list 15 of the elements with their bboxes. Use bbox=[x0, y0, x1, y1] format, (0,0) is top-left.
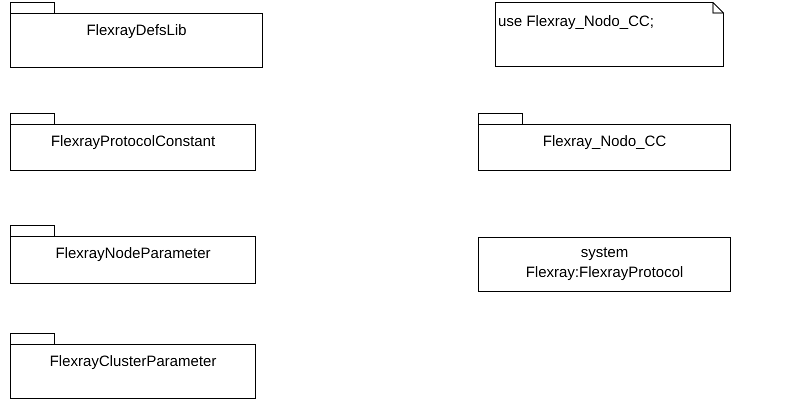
system-name: Flexray:FlexrayProtocol bbox=[524, 264, 684, 281]
package-symbol bbox=[10, 225, 256, 284]
package-symbol bbox=[10, 333, 256, 399]
package-symbol bbox=[10, 113, 256, 171]
package-name: FlexrayClusterParameter bbox=[48, 353, 218, 370]
package-name: FlexrayDefsLib bbox=[85, 22, 188, 39]
stereotype-label: system bbox=[580, 244, 630, 261]
package-name: Flexray_Nodo_CC bbox=[542, 133, 668, 150]
note-symbol bbox=[495, 2, 724, 67]
package-name: FlexrayProtocolConstant bbox=[50, 133, 216, 150]
package-symbol bbox=[478, 113, 731, 171]
package-symbol bbox=[10, 2, 263, 68]
note-text: use Flexray_Nodo_CC; bbox=[498, 13, 654, 30]
system-block bbox=[478, 237, 731, 292]
package-name: FlexrayNodeParameter bbox=[54, 245, 212, 262]
